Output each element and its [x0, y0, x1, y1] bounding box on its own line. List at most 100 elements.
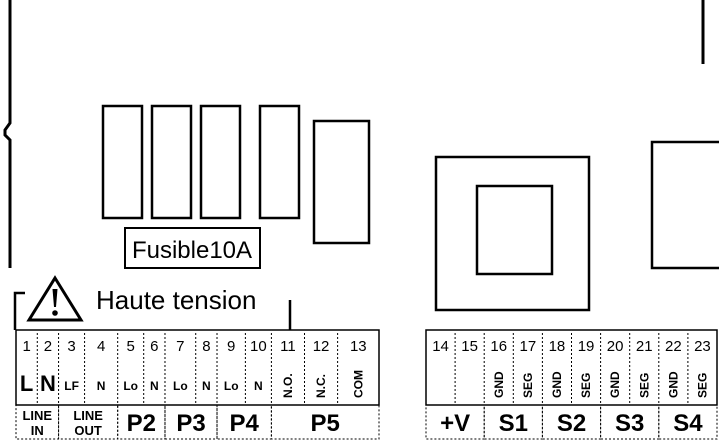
terminal-number: 11	[280, 338, 296, 355]
group--v: +V	[425, 404, 485, 440]
terminal-strip: 1L2N3LF4N5Lo6N7Lo8N9Lo10N11N.O.12N.C.13C…	[20, 333, 711, 403]
group-label: S4	[673, 410, 703, 437]
relay-1	[101, 104, 144, 220]
terminal-sublabel: LF	[64, 379, 79, 393]
group-label-line1: LINE	[22, 408, 52, 423]
group-box	[15, 404, 60, 440]
terminal-number: 23	[694, 338, 711, 355]
terminal-2: 2N	[36, 333, 56, 403]
group-s4: S4	[658, 404, 718, 440]
terminal-sublabel: N	[202, 379, 211, 393]
terminal-number: 2	[44, 338, 52, 355]
terminal-sublabel: N.C.	[314, 374, 328, 398]
terminal-sublabel: GND	[608, 371, 622, 398]
terminal-11: 11N.O.	[270, 333, 296, 403]
terminal-sublabel: N	[150, 379, 159, 393]
terminal-10: 10N	[244, 333, 267, 403]
group-box	[600, 404, 660, 440]
relay-5	[312, 119, 371, 245]
terminal-sublabel: Lo	[224, 379, 239, 393]
group-p5: P5	[270, 404, 380, 440]
terminal-number: 4	[97, 338, 105, 355]
terminal-sublabel: GND	[492, 371, 506, 398]
group-label: S1	[499, 410, 528, 437]
group-label: S2	[557, 410, 586, 437]
terminal-sublabel: N	[254, 379, 263, 393]
group-s1: S1	[483, 404, 543, 440]
terminal-15: 15	[454, 333, 478, 403]
group-label: P5	[311, 410, 340, 437]
group-label-line1: LINE	[73, 408, 103, 423]
terminal-number: 22	[665, 338, 682, 355]
terminal-sublabel: N	[97, 379, 106, 393]
terminal-number: 5	[127, 338, 135, 355]
group-box	[425, 404, 485, 440]
group-label: +V	[440, 410, 470, 437]
group-label-line2: IN	[31, 423, 44, 438]
fuse-label-box	[124, 227, 261, 269]
board-outline	[3, 0, 12, 268]
terminal-5: 5Lo	[117, 333, 138, 403]
terminal-number: 6	[150, 338, 158, 355]
terminal-number: 21	[636, 338, 653, 355]
terminal-sublabel: SEG	[637, 373, 651, 398]
relay-3	[199, 104, 242, 220]
terminal-7: 7Lo	[164, 333, 188, 403]
transformer-core	[475, 184, 554, 276]
terminal-number: 10	[250, 338, 267, 355]
terminal-8: 8N	[195, 333, 211, 403]
terminal-sublabel: GND	[666, 371, 680, 398]
group-label: P2	[127, 410, 156, 437]
group-p2: P2	[117, 404, 166, 440]
group-label-line2: OUT	[74, 423, 102, 438]
transformer-outer	[434, 155, 591, 312]
terminal-number: 15	[461, 338, 478, 355]
terminal-number: 9	[227, 338, 235, 355]
terminal-sublabel: COM	[351, 370, 365, 398]
terminal-number: 18	[549, 338, 566, 355]
group-p4: P4	[216, 404, 272, 440]
terminal-number: 1	[22, 338, 30, 355]
terminal-6: 6N	[143, 333, 159, 403]
group-s3: S3	[600, 404, 660, 440]
terminal-number: 8	[202, 338, 210, 355]
group-box	[117, 404, 166, 440]
relay-2	[150, 104, 193, 220]
terminal-sublabel: SEG	[695, 373, 709, 398]
terminal-number: 7	[176, 338, 184, 355]
group-box	[483, 404, 543, 440]
terminal-number: 17	[520, 338, 537, 355]
high-voltage-zone	[13, 291, 292, 330]
terminal-sublabel: GND	[550, 371, 564, 398]
terminal-sublabel: SEG	[579, 373, 593, 398]
fuse-label: Fusible10A	[132, 237, 252, 264]
group-box	[541, 404, 602, 440]
terminal-sublabel: Lo	[173, 379, 188, 393]
group-box	[270, 404, 380, 440]
terminal-sublabel: SEG	[521, 373, 535, 398]
group-s2: S2	[541, 404, 602, 440]
group-p3: P3	[164, 404, 218, 440]
terminal-9: 9Lo	[216, 333, 239, 403]
group-label: P4	[230, 410, 260, 437]
terminal-number: 14	[432, 338, 449, 355]
relay-4	[258, 104, 301, 220]
terminal-sublabel: Lo	[123, 379, 138, 393]
group-label: P3	[176, 410, 205, 437]
terminal-1: 1L	[20, 338, 33, 396]
terminal-number: 3	[67, 338, 75, 355]
terminal-sublabel: N.O.	[281, 373, 295, 398]
terminal-number: 16	[490, 338, 507, 355]
terminal-number: 19	[578, 338, 595, 355]
